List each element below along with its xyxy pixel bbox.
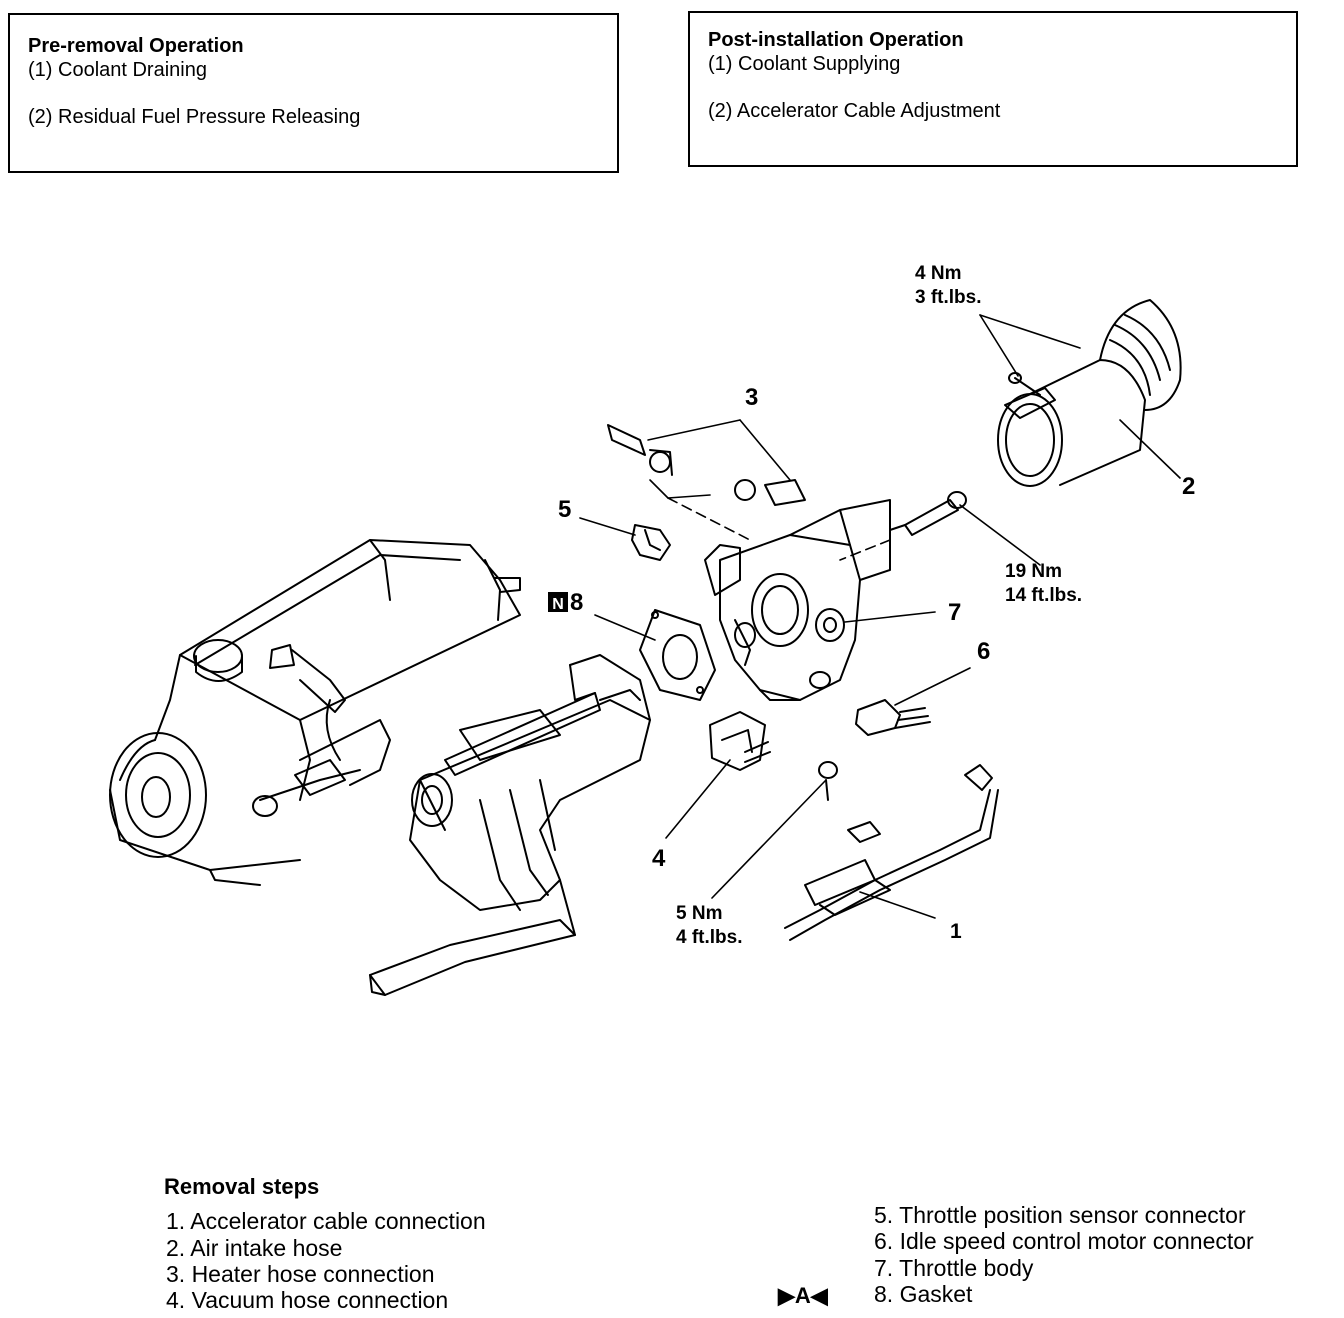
callout-7: 7 xyxy=(948,599,961,626)
n-mark-text: N xyxy=(552,596,564,613)
removal-step-3: 3. Heater hose connection xyxy=(166,1261,435,1287)
pre-removal-item-2: (2) Residual Fuel Pressure Releasing xyxy=(28,106,361,128)
leader-lines xyxy=(579,314,1181,919)
pre-removal-box: Pre-removal Operation (1) Coolant Draini… xyxy=(8,13,619,173)
callout-4: 4 xyxy=(652,845,666,872)
n-mark-box xyxy=(548,592,568,612)
callout-3: 3 xyxy=(745,384,758,411)
post-installation-item-1: (1) Coolant Supplying xyxy=(708,53,901,75)
torque-cable-ftlbs: 4 ft.lbs. xyxy=(676,927,743,948)
torque-bolt-ftlbs: 14 ft.lbs. xyxy=(1005,585,1082,606)
callout-8: 8 xyxy=(570,589,583,616)
accelerator-cable xyxy=(784,761,999,941)
gasket xyxy=(639,609,716,701)
pre-removal-title: Pre-removal Operation xyxy=(28,35,244,57)
air-intake-hose xyxy=(997,299,1182,487)
tps-connector xyxy=(631,524,671,561)
service-point-marker: ▶A◀ xyxy=(778,1283,828,1308)
removal-step-6: 6. Idle speed control motor connector xyxy=(874,1228,1254,1254)
callout-2: 2 xyxy=(1182,473,1195,500)
post-installation-box: Post-installation Operation (1) Coolant … xyxy=(688,11,1298,167)
removal-step-7: 7. Throttle body xyxy=(874,1255,1034,1281)
removal-step-4: 4. Vacuum hose connection xyxy=(166,1287,449,1313)
post-installation-item-2: (2) Accelerator Cable Adjustment xyxy=(708,100,1001,122)
callout-5: 5 xyxy=(558,496,571,523)
callout-6: 6 xyxy=(977,638,990,665)
removal-steps-title: Removal steps xyxy=(164,1174,320,1199)
removal-step-5: 5. Throttle position sensor connector xyxy=(874,1202,1246,1228)
engine-illustration xyxy=(109,539,651,996)
torque-air-hose-nm: 4 Nm xyxy=(915,263,961,284)
throttle-body xyxy=(704,499,891,701)
throttle-bolt xyxy=(889,491,967,536)
removal-step-2: 2. Air intake hose xyxy=(166,1235,343,1261)
callout-1: 1 xyxy=(950,920,962,943)
vacuum-connector xyxy=(709,711,771,771)
torque-air-hose-ftlbs: 3 ft.lbs. xyxy=(915,287,982,308)
torque-cable-nm: 5 Nm xyxy=(676,903,722,924)
heater-hoses xyxy=(607,424,806,506)
post-installation-title: Post-installation Operation xyxy=(708,29,964,51)
torque-bolt-nm: 19 Nm xyxy=(1005,561,1062,582)
isc-connector xyxy=(855,699,931,736)
removal-step-1: 1. Accelerator cable connection xyxy=(166,1208,486,1234)
pre-removal-item-1: (1) Coolant Draining xyxy=(28,59,207,81)
removal-step-8: 8. Gasket xyxy=(874,1281,973,1307)
